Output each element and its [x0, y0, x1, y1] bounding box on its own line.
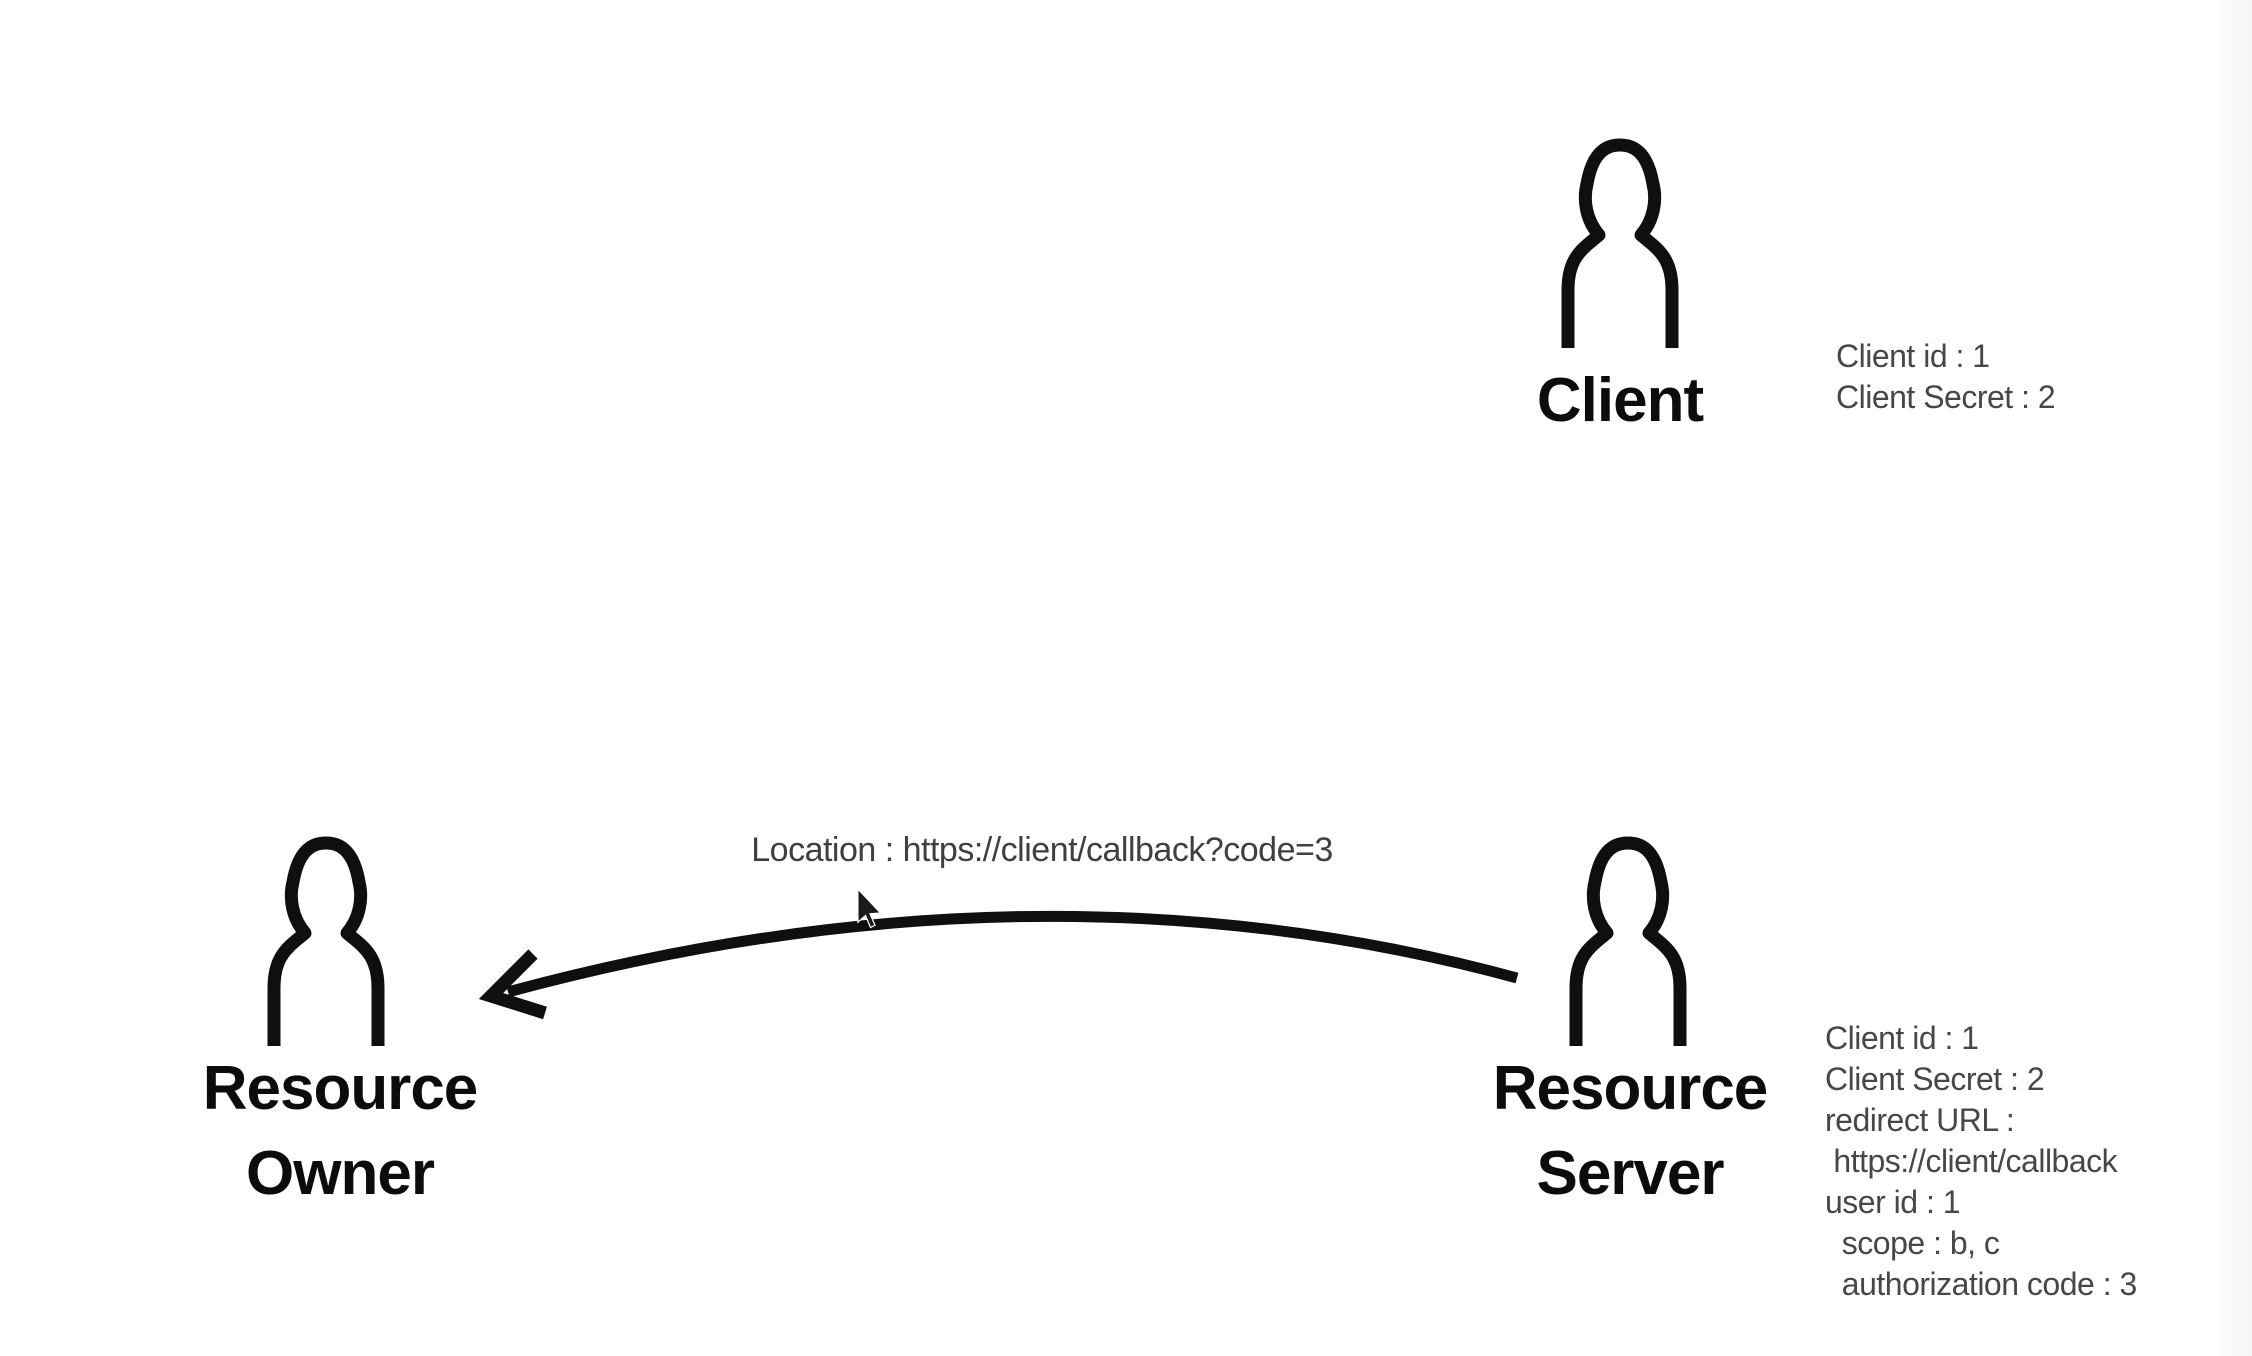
resource-server-person-icon: [1552, 836, 1704, 1046]
client-person-icon: [1544, 138, 1696, 348]
arrowhead-icon: [478, 949, 547, 1020]
resource-server-annotation-line: user id : 1: [1825, 1184, 1961, 1220]
client-annotation: Client id : 1 Client Secret : 2: [1836, 336, 2056, 418]
right-edge-shade: [2210, 0, 2252, 1356]
resource-owner-person-icon: [250, 836, 402, 1046]
resource-server-annotation-line: Client Secret : 2: [1825, 1061, 2045, 1097]
resource-server-annotation-line: authorization code : 3: [1825, 1266, 2137, 1302]
client-label: Client: [1536, 366, 1704, 435]
resource-owner-label-line2: Owner: [246, 1139, 435, 1208]
resource-server-annotation-line: https://client/callback: [1825, 1143, 2118, 1179]
resource-server-annotation-line: redirect URL :: [1825, 1102, 2015, 1138]
resource-server-annotation-line: scope : b, c: [1825, 1225, 2000, 1261]
resource-owner-label-line1: Resource: [202, 1054, 479, 1123]
mouse-cursor-icon: [857, 888, 882, 929]
resource-server-annotation-line: Client id : 1: [1825, 1020, 1979, 1056]
client-annotation-line: Client id : 1: [1836, 338, 1990, 374]
resource-owner-label: Resource Owner: [140, 1046, 540, 1216]
resource-server-label-line1: Resource: [1492, 1054, 1769, 1123]
resource-server-label-line2: Server: [1536, 1139, 1724, 1208]
resource-server-annotation: Client id : 1 Client Secret : 2 redirect…: [1825, 1018, 2137, 1305]
resource-server-label: Resource Server: [1430, 1046, 1830, 1216]
client-annotation-line: Client Secret : 2: [1836, 379, 2056, 415]
redirect-arrow-label: Location : https://client/callback?code=…: [751, 831, 1333, 869]
